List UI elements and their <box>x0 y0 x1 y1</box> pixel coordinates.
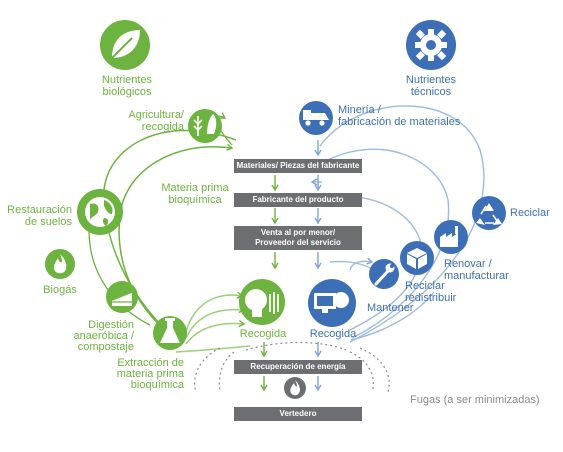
refurbish-loop <box>319 148 450 339</box>
mining-truck-icon <box>299 101 333 135</box>
retail-label-line2: Proveedor del servicio <box>255 238 341 247</box>
energy-flame-icon <box>284 377 306 399</box>
reuse-loop <box>321 195 422 331</box>
maintain-arrow <box>349 257 374 271</box>
globe-icon <box>77 189 123 235</box>
collection-bio-label: Recogida <box>239 328 287 340</box>
parts-manufacturer-box: Materiales/ Piezas del fabricante <box>234 159 362 173</box>
maintain-loop-2 <box>350 291 435 341</box>
raw-material-arc <box>118 143 234 336</box>
biogas-label: Biogás <box>43 284 77 296</box>
factory-icon <box>434 220 468 254</box>
landfill-box: Vertedero <box>234 407 362 421</box>
maintain-label: Mantener <box>367 302 414 314</box>
consumer-bio-icon <box>239 279 285 325</box>
product-manufacturer-box: Fabricante del producto <box>234 193 362 207</box>
agriculture-label: Agricultura/recogida <box>128 109 184 133</box>
digestion-loop-3 <box>185 319 246 345</box>
digestion-loop-4 <box>175 345 251 353</box>
technical-flows <box>310 105 485 343</box>
digestion-loop-1 <box>185 291 244 333</box>
digestion-loop-2 <box>185 305 246 339</box>
flame-icon <box>45 249 75 279</box>
landfill-label: Vertedero <box>279 409 317 418</box>
consumer-tech-icon <box>308 279 356 327</box>
wheat-fish-icon <box>188 109 222 143</box>
leakage-label: Fugas (a ser minimizadas) <box>410 394 540 406</box>
parts-manufacturer-label: Materiales/ Piezas del fabricante <box>236 161 360 170</box>
leakage-flows <box>194 341 390 393</box>
product-manufacturer-label: Fabricante del producto <box>252 195 344 204</box>
vertical-flows <box>260 140 322 392</box>
recycle-loop <box>319 105 485 343</box>
retail-service-box: Venta al por menor/ Proveedor del servic… <box>234 226 362 250</box>
mining-label: Minería /fabricación de materiales <box>338 104 461 128</box>
flask-icon <box>153 316 187 350</box>
gear-icon <box>406 20 456 70</box>
collection-tech-label: Recogida <box>309 328 357 340</box>
wrench-icon <box>369 259 399 289</box>
leaf-icon <box>100 20 150 70</box>
recycle-icon <box>472 196 506 230</box>
recycle-label: Reciclar <box>510 207 550 219</box>
refurbish-label: Renovar /manufacturar <box>444 258 509 282</box>
cake-icon <box>106 281 138 313</box>
box-icon <box>400 241 434 275</box>
energy-recovery-box: Recuperación de energía <box>234 360 362 374</box>
energy-recovery-label: Recuperación de energía <box>250 362 346 371</box>
retail-label-line1: Venta al por menor/ <box>260 228 336 237</box>
